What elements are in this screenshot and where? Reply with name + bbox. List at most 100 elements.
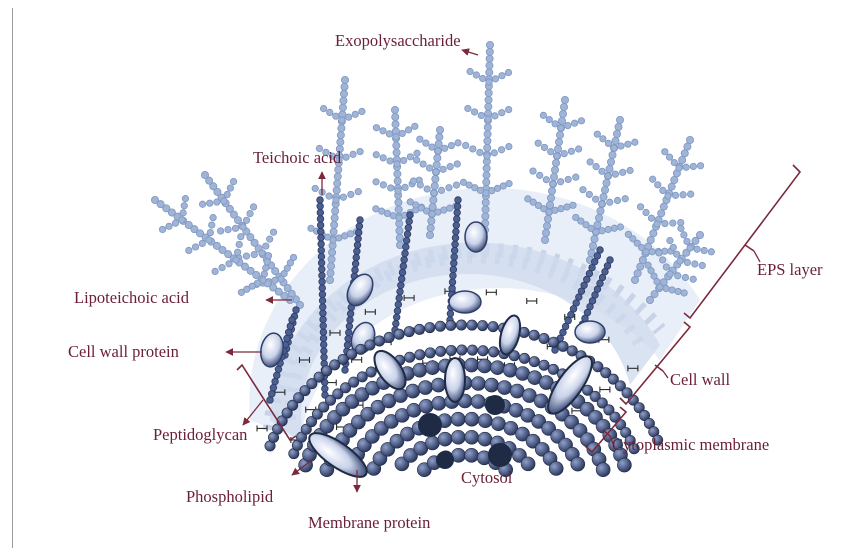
eps-branch-bead	[580, 186, 586, 192]
eps-branch-bead	[554, 153, 560, 159]
eps-branch-bead	[565, 176, 571, 182]
eps-bead	[671, 176, 678, 183]
teichoic-bead	[449, 285, 456, 292]
cytosol-bead	[451, 412, 465, 426]
eps-bead	[394, 170, 401, 177]
teichoic-bead	[597, 247, 604, 254]
eps-branch-bead	[359, 108, 365, 114]
teichoic-bead	[346, 323, 353, 330]
eps-branch-bead	[234, 249, 240, 255]
eps-bead	[550, 173, 557, 180]
eps-branch-bead	[683, 164, 689, 170]
eps-bead	[486, 62, 493, 69]
teichoic-bead	[354, 242, 361, 249]
eps-bead	[396, 227, 403, 234]
teichoic-bead	[273, 372, 280, 379]
eps-bead	[201, 171, 208, 178]
phospholipid-head	[548, 364, 558, 374]
eps-bead	[485, 103, 492, 110]
teichoic-bead	[267, 397, 274, 404]
eps-branch-bead	[708, 249, 714, 255]
teichoic-bead	[455, 197, 462, 204]
eps-branch-bead	[336, 235, 342, 241]
eps-branch-bead	[655, 182, 661, 188]
eps-branch-bead	[206, 237, 212, 243]
eps-branch-bead	[209, 222, 215, 228]
eps-branch-bead	[447, 163, 453, 169]
teichoic-bead	[347, 317, 354, 324]
eps-bead	[331, 214, 338, 221]
phospholipid-head	[478, 346, 488, 356]
eps-branch-bead	[558, 205, 564, 211]
eps-branch-bead	[478, 112, 484, 118]
teichoic-bead	[403, 237, 410, 244]
phospholipid-head	[467, 320, 477, 330]
teichoic-bead	[357, 217, 364, 224]
eps-branch-bead	[238, 289, 244, 295]
teichoic-bead	[275, 366, 282, 373]
teichoic-bead	[452, 235, 459, 242]
eps-bead	[395, 206, 402, 213]
eps-branch-bead	[605, 173, 611, 179]
eps-branch-bead	[548, 149, 554, 155]
cytosol-label: Cytosol	[461, 470, 512, 487]
eps-branch-bead	[373, 125, 379, 131]
eps-branch-bead	[535, 140, 541, 146]
eps-branch-bead	[225, 226, 231, 232]
eps-branch-bead	[498, 147, 504, 153]
eps-branch-bead	[251, 251, 257, 257]
eps-branch-bead	[219, 264, 225, 270]
eps-bead	[616, 116, 623, 123]
eps-branch-bead	[230, 178, 236, 184]
cell-wall-connector	[663, 371, 668, 378]
eps-branch-bead	[692, 261, 698, 267]
phospholipid-head	[435, 321, 445, 331]
eps-branch-bead	[614, 197, 620, 203]
eps-bead	[394, 177, 401, 184]
eps-branch-bead	[649, 249, 655, 255]
eps-branch-bead	[690, 276, 696, 282]
cytosol-bead	[406, 384, 420, 398]
eps-layer-label: EPS layer	[757, 262, 823, 279]
eps-branch-bead	[573, 214, 579, 220]
eps-branch-bead	[505, 69, 511, 75]
eps-branch-bead	[665, 193, 671, 199]
eps-bead	[333, 187, 340, 194]
teichoic-bead	[320, 335, 327, 342]
membrane-protein	[445, 358, 465, 402]
eps-bead	[486, 41, 493, 48]
cytosol-bead	[425, 361, 439, 375]
eps-bead	[330, 228, 337, 235]
eps-bead	[428, 217, 435, 224]
eps-branch-bead	[326, 193, 332, 199]
eps-branch-bead	[407, 199, 413, 205]
phospholipid-head	[404, 352, 414, 362]
teichoic-bead	[403, 244, 410, 251]
eps-branch-bead	[413, 157, 419, 163]
eps-branch-bead	[670, 220, 676, 226]
teichoic-bead	[347, 310, 354, 317]
cytosol-bead	[485, 378, 499, 392]
eps-bead	[542, 229, 549, 236]
cell-wall-protein	[465, 222, 487, 252]
eps-branch-bead	[687, 245, 693, 251]
eps-bead	[607, 158, 614, 165]
eps-bead	[615, 123, 622, 130]
eps-bead	[434, 154, 441, 161]
teichoic-bead	[319, 272, 326, 279]
cell-wall-protein	[449, 291, 481, 313]
cell-wall-protein	[575, 321, 605, 343]
eps-branch-bead	[373, 179, 379, 185]
teichoic-acid-label: Teichoic acid	[253, 150, 341, 167]
eps-branch-bead	[243, 217, 249, 223]
eps-branch-bead	[261, 271, 267, 277]
eps-bead	[433, 161, 440, 168]
teichoic-bead	[355, 235, 362, 242]
eps-bead	[151, 196, 158, 203]
eps-branch-bead	[250, 204, 256, 210]
eps-branch-bead	[226, 261, 232, 267]
cell-wall-protein-label: Cell wall protein	[68, 344, 179, 361]
eps-branch-bead	[486, 79, 492, 85]
eps-branch-bead	[660, 187, 666, 193]
eps-branch-bead	[199, 201, 205, 207]
